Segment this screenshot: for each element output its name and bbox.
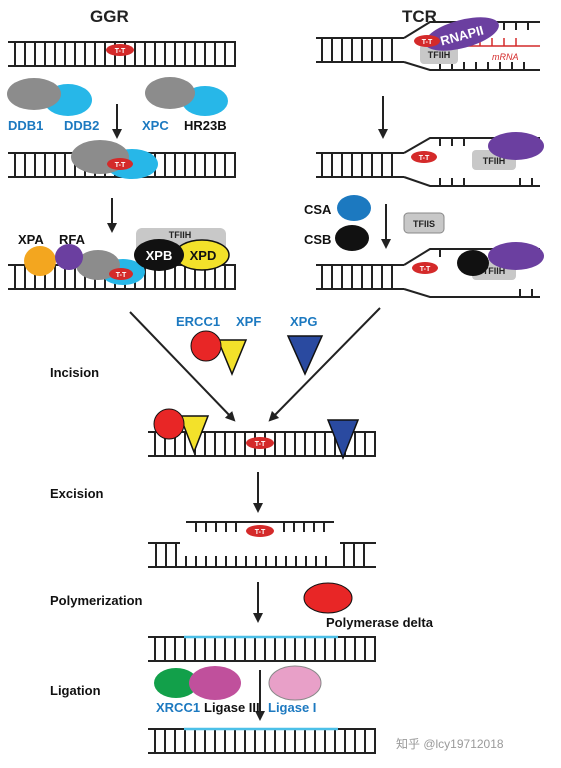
thymine-dimer-lesion <box>246 525 274 537</box>
excised-oligo: T-T <box>186 521 334 537</box>
tfiih-label-tcr-2: TFIIH <box>483 156 506 166</box>
thymine-dimer-lesion <box>109 268 133 280</box>
xpd-label: XPD <box>190 248 217 263</box>
hr23b-label: HR23B <box>184 118 227 133</box>
step-excision: Excision <box>50 486 104 501</box>
rnapii-stalled <box>488 132 544 160</box>
mrna-label: mRNA <box>492 52 519 62</box>
ligase1-label: Ligase I <box>268 700 316 715</box>
tfiis-box <box>403 212 445 234</box>
tfiih-label-ggr: TFIIH <box>169 230 192 240</box>
csb-bound <box>457 250 489 276</box>
lesion-label: T-T <box>420 266 431 273</box>
ercc1-protein <box>190 330 222 362</box>
rnapii-protein <box>425 17 499 51</box>
thymine-dimer-lesion <box>106 44 134 56</box>
ercc1-label: ERCC1 <box>176 314 220 329</box>
ddb1-label: DDB1 <box>8 118 43 133</box>
tcr-converge-arrow <box>268 307 381 422</box>
csb-label: CSB <box>304 232 331 247</box>
xpf-protein <box>216 339 248 376</box>
lesion-label: T-T <box>255 529 266 536</box>
step-incision: Incision <box>50 365 99 380</box>
rfa-protein <box>55 244 83 270</box>
csa-protein <box>337 195 371 221</box>
ddb2-label: DDB2 <box>64 118 99 133</box>
step-ligation: Ligation <box>50 683 101 698</box>
tfiis-label: TFIIS <box>413 219 435 229</box>
ggr-dna-1: T-T <box>8 41 236 67</box>
thymine-dimer-lesion <box>107 158 133 170</box>
ligase3-label: Ligase III <box>204 700 260 715</box>
thymine-dimer-lesion <box>411 151 437 163</box>
polymerase-delta-label: Polymerase delta <box>326 615 434 630</box>
xpc-label: XPC <box>142 118 169 133</box>
xpa-label: XPA <box>18 232 44 247</box>
watermark: 知乎 @lcy19712018 <box>396 737 504 751</box>
xpg-bound <box>326 419 360 461</box>
thymine-dimer-lesion <box>246 437 274 449</box>
thymine-dimer-lesion <box>412 262 438 274</box>
ddb1-complex <box>76 250 120 280</box>
xpg-protein <box>286 335 324 376</box>
xrcc1-protein <box>154 668 198 698</box>
lesion-label: T-T <box>255 441 266 448</box>
xpf-label: XPF <box>236 314 261 329</box>
ggr-title: GGR <box>90 7 129 26</box>
tfiih-label-tcr-1: TFIIH <box>428 50 451 60</box>
ligase1-protein <box>268 665 322 701</box>
ercc1-bound <box>153 408 185 440</box>
xpa-protein <box>24 246 56 276</box>
lesion-label: T-T <box>115 162 126 169</box>
rnapii-stalled <box>488 242 544 270</box>
polymerase-delta-protein <box>303 582 353 614</box>
rfa-label: RFA <box>59 232 86 247</box>
ligase3-protein <box>189 666 241 700</box>
xpg-label: XPG <box>290 314 317 329</box>
tfiih-label-tcr-3: TFIIH <box>483 266 506 276</box>
repaired-dna <box>148 727 376 754</box>
xrcc1-label: XRCC1 <box>156 700 200 715</box>
xpc-protein <box>145 77 195 109</box>
lesion-label: T-T <box>116 272 127 279</box>
lesion-label: T-T <box>419 155 430 162</box>
thymine-dimer-lesion <box>414 35 440 47</box>
polymerized-dna <box>148 635 376 662</box>
lesion-label: T-T <box>115 48 126 55</box>
csa-label: CSA <box>304 202 332 217</box>
ddb1-protein <box>7 78 61 110</box>
gapped-dna <box>148 542 376 568</box>
xpf-bound <box>178 415 210 455</box>
xpb-label: XPB <box>146 248 173 263</box>
step-polymerization: Polymerization <box>50 593 143 608</box>
lesion-label: T-T <box>422 39 433 46</box>
csb-protein <box>335 225 369 251</box>
ggr-converge-arrow <box>129 311 236 422</box>
tcr-title: TCR <box>402 7 437 26</box>
xpb-protein <box>134 239 184 271</box>
